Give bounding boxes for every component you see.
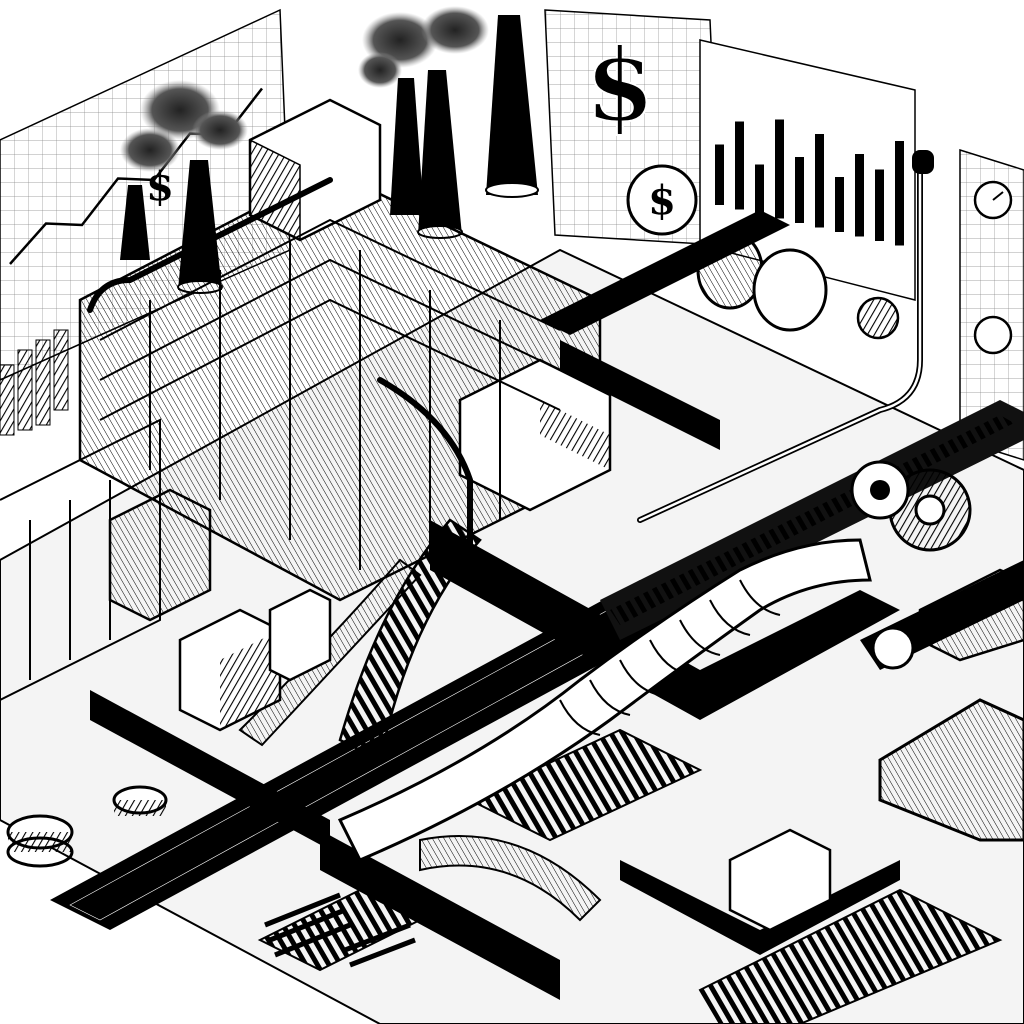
smokestacks	[120, 6, 539, 294]
bar-chart-bar	[735, 121, 744, 210]
bar-chart-bar	[875, 169, 884, 241]
smokestack	[120, 185, 150, 260]
duct-tube	[337, 538, 872, 922]
bar-chart-bar	[795, 157, 804, 223]
cash-stack	[918, 568, 1024, 662]
pie-chart-icon	[856, 296, 900, 340]
bar-chart-bar	[715, 144, 724, 205]
bar-chart-bar	[775, 119, 784, 219]
coin-icon	[696, 230, 764, 310]
control-box	[728, 828, 832, 932]
bar-chart-bar	[855, 154, 864, 237]
coin-icon	[871, 626, 915, 670]
bar-chart-bar	[835, 177, 844, 232]
machine-unit	[268, 588, 332, 682]
bar-chart-bar	[755, 164, 764, 214]
machine-unit	[108, 488, 212, 622]
coin-icon	[752, 248, 828, 332]
dashboard-panel-right	[959, 148, 1024, 461]
gauge-icon	[973, 315, 1013, 355]
dollar-symbol: $	[146, 163, 174, 210]
smokestack	[418, 70, 462, 235]
factory-floor	[0, 210, 1024, 1024]
cash-stack	[878, 698, 1024, 842]
bar-chart-bar	[815, 134, 824, 228]
smokestack	[486, 15, 538, 195]
bar-chart-bar	[895, 141, 904, 246]
coin-icon	[626, 164, 698, 236]
main-plant	[0, 98, 934, 701]
smokestack	[390, 78, 424, 215]
dollar-symbol: $	[585, 26, 655, 144]
left-building-bars	[0, 329, 69, 436]
bar-chart-bars	[715, 119, 904, 246]
gear-machinery	[850, 460, 972, 552]
dollar-symbol: $	[648, 177, 676, 224]
machines	[108, 488, 832, 968]
money-objects: $ $ $	[6, 25, 1024, 868]
